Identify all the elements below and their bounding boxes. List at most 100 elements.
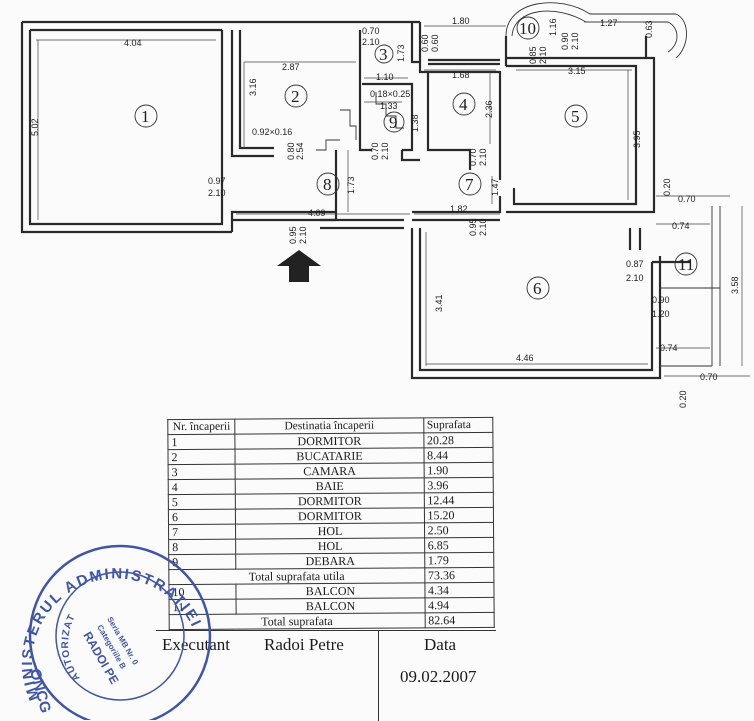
date-label: Data [424,635,457,654]
executant-label: Executant [162,635,230,654]
dim-label: 2.87 [282,62,300,72]
entrance-arrow-icon [277,250,321,282]
room-marker-1 [134,104,158,128]
dim-label: 2.10 [208,188,226,198]
dim-label: 5.02 [30,118,40,136]
dim-label: 1.20 [652,309,670,319]
dimension-labels: 4.04 5.02 2.87 3.16 0.92×0.16 0.80 2.54 … [30,16,740,408]
dim-label: 2.10 [362,37,380,47]
walls [20,2,721,380]
dim-label: 3.16 [248,78,258,96]
room-use: DORMITOR [235,507,425,525]
header-room-number: Nr. încaperii [167,419,236,435]
room-labels: 1 2 3 4 5 6 7 8 9 10 11 [134,16,698,300]
room-use: HOL [235,522,425,540]
dim-label: 0.18×0.25 [370,89,410,99]
dim-label: 1.68 [452,70,470,80]
room-no: 5 [168,494,236,510]
dim-label: 1.38 [410,114,420,132]
room-area: 4.94 [424,597,495,613]
dim-label: 0.63 [644,20,654,38]
dim-label: 0.70 [468,148,478,166]
header-area: Suprafata [423,417,493,433]
dim-label: 1.47 [490,178,500,196]
dim-label: 0.20 [662,178,672,196]
dim-label: 0.80 [286,142,296,160]
dim-label: 2.10 [478,148,488,166]
room-no: 3 [168,464,236,480]
room-no: 1 [167,434,236,450]
dim-label: 1.82 [450,204,468,214]
room-use: BALCON [236,582,425,600]
room-area: 1.79 [424,552,494,568]
dim-label: 2.10 [380,142,390,160]
dim-label: 1.33 [380,101,398,111]
room-use: DEBARA [236,552,425,570]
dim-label: 0.70 [362,26,380,36]
dim-label: 2.10 [538,46,548,64]
room-number-10: 10 [519,19,536,38]
dim-label: 0.74 [660,343,678,353]
dim-label: 0.87 [626,259,644,269]
room-no: 4 [168,479,236,495]
dim-label: 2.10 [570,32,580,50]
dim-label: 4.09 [308,208,326,218]
room-use: BUCATARIE [235,447,424,465]
dim-label: 1.73 [346,176,356,194]
room-marker-5 [564,104,588,128]
dim-label: 3.58 [730,276,740,294]
room-number-6: 6 [533,279,542,298]
room-area: 3.96 [423,477,494,493]
dim-label: 0.85 [528,46,538,64]
header-room-use: Destinatia încaperii [235,417,424,435]
dim-label: 0.90 [560,32,570,50]
dim-label: 3.15 [568,66,586,76]
room-area: 6.85 [424,537,494,553]
dim-label: 0.70 [678,194,696,204]
dim-label: 0.60 [430,34,440,52]
room-area: 1.90 [423,462,494,478]
room-marker-6 [526,276,550,300]
room-marker-3 [374,44,394,64]
dim-label: 4.46 [516,353,534,363]
divider [378,631,379,721]
dim-label: 0.70 [370,142,380,160]
dim-label: 0.92×0.16 [252,127,292,137]
dim-label: 1.27 [600,18,618,28]
dim-label: 1.10 [376,72,394,82]
floor-plan: 1 2 3 4 5 6 7 8 9 10 11 4.04 5.02 2.87 3… [20,2,750,408]
dim-label: 2.10 [478,218,488,236]
dim-label: 0.70 [700,372,718,382]
room-use: BAIE [235,477,424,495]
room-number-1: 1 [141,107,150,126]
dim-label: 0.60 [420,34,430,52]
room-marker-2 [284,84,308,108]
dim-label: 0.20 [678,390,688,408]
room-use: DORMITOR [235,492,424,510]
room-number-11: 11 [678,255,694,274]
room-use: HOL [236,537,425,555]
signature-block: Executant Radoi Petre Data 09.02.2007 [156,630,496,721]
room-area: 2.50 [424,522,494,538]
room-marker-8 [316,172,340,196]
dim-label: 1.16 [548,18,558,36]
room-number-8: 8 [323,175,332,194]
room-marker-7 [458,172,482,196]
dimension-lines [36,21,750,377]
dim-label: 0.97 [208,176,226,186]
dim-label: 3.95 [632,130,642,148]
room-no: 2 [167,449,236,465]
room-number-3: 3 [379,45,388,64]
dim-label: 4.04 [124,38,142,48]
room-use: DORMITOR [235,432,424,450]
dim-label: 2.36 [484,100,494,118]
room-use: BALCON [236,597,425,615]
room-number-4: 4 [459,95,468,114]
room-marker-11 [674,252,698,276]
room-number-7: 7 [465,175,474,194]
